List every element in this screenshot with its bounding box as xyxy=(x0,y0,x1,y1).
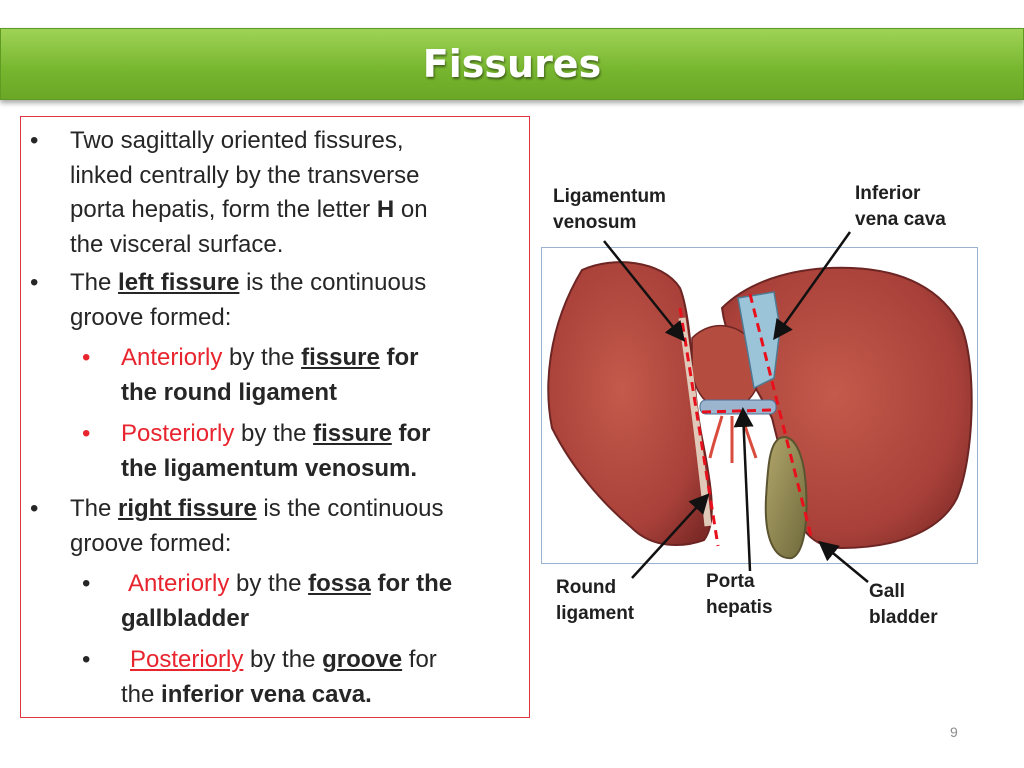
bullet-6: • Anteriorly by the fossa for the gallbl… xyxy=(82,567,452,636)
inferior-vena-cava-shape xyxy=(737,291,781,390)
bullet-marker: • xyxy=(30,127,39,154)
text-box xyxy=(20,116,530,718)
liver-figure-frame xyxy=(541,247,978,564)
liver-left-lobe xyxy=(547,261,713,546)
bullet-7: • Posteriorly by the groove for the infe… xyxy=(82,643,437,712)
page-number: 9 xyxy=(950,724,958,740)
gallbladder-shape xyxy=(764,436,808,560)
bullet-3: • Anteriorly by the fissure for the roun… xyxy=(82,341,418,410)
bullet-marker: • xyxy=(82,646,91,673)
bullet-marker: • xyxy=(30,495,39,522)
hepatic-vessels xyxy=(708,415,758,463)
bullet-marker: • xyxy=(82,344,91,371)
liver-illustration xyxy=(547,261,973,560)
bullet-marker: • xyxy=(30,269,39,296)
bullet-4: • Posteriorly by the fissure for the lig… xyxy=(82,417,430,486)
bullet-marker: • xyxy=(82,570,91,597)
title-bar: Fissures xyxy=(0,28,1024,100)
bullet-1: • Two sagittally oriented fissures, link… xyxy=(30,124,428,262)
slide-title: Fissures xyxy=(422,42,602,86)
bullet-2: • The left fissure is the continuous gro… xyxy=(30,266,426,335)
bullet-marker: • xyxy=(82,420,91,447)
bullet-5: • The right fissure is the continuous gr… xyxy=(30,492,444,561)
